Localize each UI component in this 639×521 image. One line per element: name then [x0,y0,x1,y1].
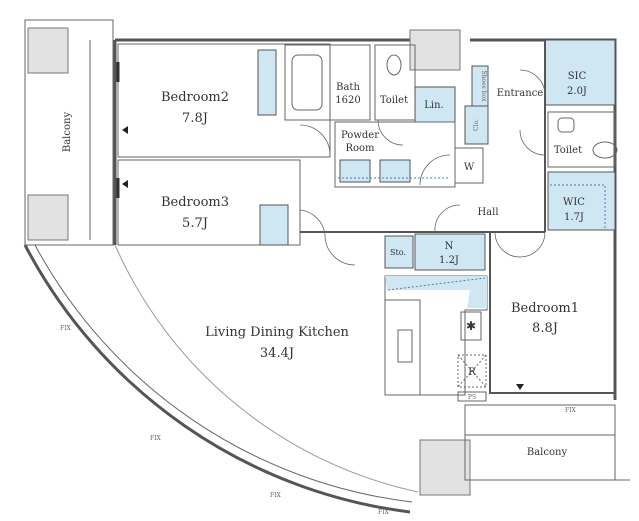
bath-size: 1620 [335,95,360,106]
ps-box [457,391,487,402]
wic-size: 1.7J [564,212,584,223]
storage-closet [384,235,414,269]
bedroom3-label: Bedroom3 [161,195,229,210]
curved-facade [23,244,419,514]
fridge-space [457,354,487,388]
fridge-label: R [468,367,476,378]
bedroom2-label: Bedroom2 [161,90,229,105]
doors [299,69,546,266]
entrance-label: Entrance [497,88,544,99]
n-size: 1.2J [439,255,459,266]
bedroom1-size: 8.8J [532,321,558,336]
storage-label: Sto. [390,248,406,257]
window-marker-icon [122,126,128,188]
window-marker-icon [516,384,524,390]
wic-label: WIC [563,197,585,208]
n-label: N [445,241,454,252]
stove-icon [460,311,482,341]
powder-label-1: Powder [341,130,379,141]
fix-label: FIX [60,325,72,332]
linen-label: Lin. [424,100,443,111]
bedroom2-size: 7.8J [182,111,208,126]
fix-label: FIX [150,435,162,442]
ldk-size: 34.4J [260,346,294,361]
toilet2-area [547,111,616,168]
bottom-balcony-label: Balcony [527,447,568,458]
left-balcony [24,19,114,246]
toilet1-label: Toilet [380,95,408,106]
sic-area [544,39,616,106]
toilet-area [374,44,416,121]
entrance-closet [464,105,489,145]
shoes-box-label: Shoes box [480,71,487,103]
linen-closet [414,86,456,123]
closet-label: Clo. [473,119,480,131]
bedroom3-size: 5.7J [182,216,208,231]
hall-label: Hall [477,207,498,218]
washer-label: W [464,162,475,173]
svg-text:✱: ✱ [466,319,476,333]
fix-label: FIX [565,407,577,414]
n-room [414,233,486,271]
toilet2-label: Toilet [554,145,582,156]
ldk-label: Living Dining Kitchen [205,325,349,340]
bedroom2-closet [257,49,277,116]
sic-size: 2.0J [567,86,587,97]
sic-label: SIC [568,71,587,82]
ps-label: PS [468,394,476,401]
bedroom3-area [117,159,301,246]
fix-label: FIX [378,509,390,516]
bath-label: Bath [336,82,360,93]
bottom-balcony [464,404,630,481]
wic-area [547,171,616,231]
kitchen: ✱ [384,275,488,396]
powder-label-2: Room [345,143,375,154]
left-balcony-label: Balcony [62,112,73,153]
bath-area [284,44,371,121]
washer-space [454,147,484,184]
bedroom1-label: Bedroom1 [511,301,579,316]
bedroom2-area [117,43,331,158]
bedroom3-closet [259,204,289,246]
fix-label: FIX [270,492,282,499]
